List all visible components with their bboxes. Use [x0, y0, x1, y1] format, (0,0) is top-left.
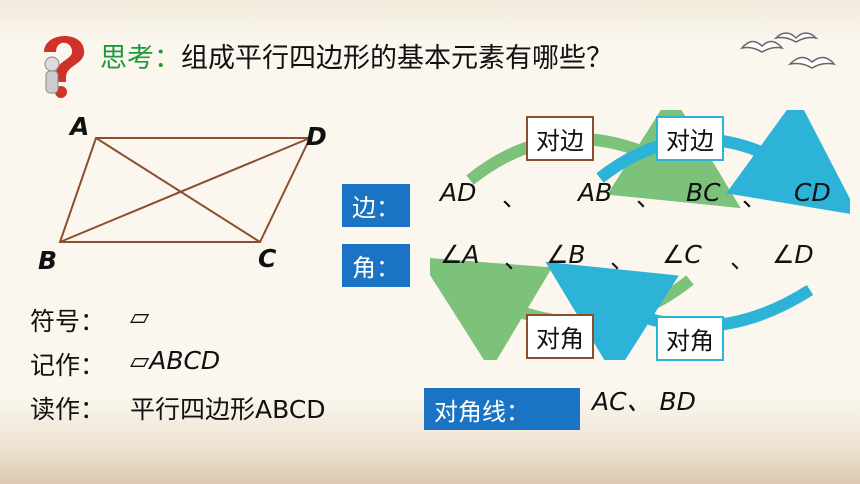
write-value: ▱ABCD [130, 346, 221, 375]
arrows-layer [430, 110, 850, 360]
angles-label: 角： [342, 244, 410, 287]
side-ab: AB [578, 178, 613, 207]
symbol-value: ▱ [130, 302, 150, 331]
angle-sep-3: 、 [730, 245, 756, 274]
vertex-c: C [258, 244, 277, 273]
diagonal-ac [95, 137, 261, 243]
title-lead: 思考： [100, 43, 181, 74]
opp-angle-box-2: 对角 [656, 316, 724, 361]
angle-d: ∠D [772, 240, 814, 269]
angle-c: ∠C [662, 240, 702, 269]
question-mark-thinker-icon [44, 35, 85, 98]
sides-label: 边： [342, 184, 410, 227]
side-bc: BC [686, 178, 721, 207]
angle-a: ∠A [440, 240, 480, 269]
side-cd: CD [794, 178, 831, 207]
symbol-label: 符号： [30, 307, 106, 336]
read-value: 平行四边形ABCD [130, 395, 326, 424]
opp-side-box-2: 对边 [656, 116, 724, 161]
diagonals-value: AC、 BD [592, 387, 696, 416]
side-ad: AD [440, 178, 477, 207]
side-sep-3: 、 [742, 183, 768, 212]
diagonal-bd [59, 137, 311, 243]
angle-sep-2: 、 [610, 245, 636, 274]
opp-angle-box-1: 对角 [526, 314, 594, 359]
angle-sep-1: 、 [504, 245, 530, 274]
write-label: 记作： [30, 351, 106, 380]
birds-icon [740, 32, 836, 69]
angle-b: ∠B [546, 240, 586, 269]
page-title: 思考：组成平行四边形的基本元素有哪些？ [100, 36, 613, 75]
title-question: 组成平行四边形的基本元素有哪些？ [181, 43, 613, 74]
vertex-a: A [70, 112, 90, 141]
vertex-b: B [38, 246, 58, 275]
side-sep-1: 、 [502, 183, 528, 212]
read-label: 读作： [30, 395, 106, 424]
background-top [0, 0, 860, 40]
vertex-d: D [306, 122, 327, 151]
parallelogram-diagram [58, 137, 312, 243]
side-sep-2: 、 [636, 183, 662, 212]
diagonals-label: 对角线： [424, 388, 580, 430]
opp-side-box-1: 对边 [526, 116, 594, 161]
